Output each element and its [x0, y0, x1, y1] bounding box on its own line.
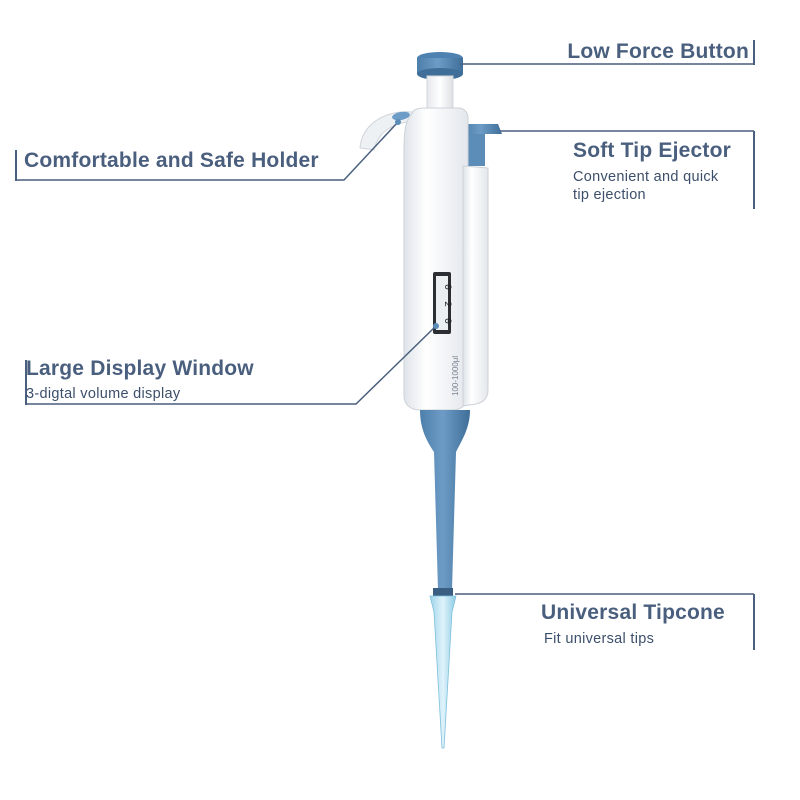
- tipcone-title: Universal Tipcone: [541, 601, 725, 624]
- callout-bar-holder: [15, 150, 17, 181]
- pipette-shaft: [420, 410, 470, 590]
- callout-lines: [16, 63, 754, 595]
- tip-ejector-button: [463, 124, 502, 166]
- soft-tip-ejector-desc-line2: tip ejection: [573, 187, 646, 203]
- display-window-title: Large Display Window: [26, 357, 254, 380]
- tipcone-desc: Fit universal tips: [544, 631, 655, 647]
- display-digit-3: 0: [441, 318, 452, 324]
- soft-tip-ejector-desc: Convenient and quick tip ejection: [573, 168, 718, 204]
- volume-range-label: 100-1000μl: [451, 356, 460, 396]
- holder-title: Comfortable and Safe Holder: [24, 149, 319, 172]
- display-digit-2: 2: [441, 301, 452, 307]
- soft-tip-ejector-title: Soft Tip Ejector: [573, 139, 731, 162]
- pipette-tip: [429, 595, 457, 749]
- soft-tip-ejector-desc-line1: Convenient and quick: [573, 169, 719, 185]
- callout-bar-tipcone: [753, 594, 755, 650]
- volume-display-window: 0 2 0: [433, 272, 452, 334]
- callout-bar-display: [25, 360, 27, 405]
- callout-bar-low-force: [753, 40, 755, 65]
- plunger-button: [417, 52, 463, 113]
- low-force-button-title: Low Force Button: [567, 40, 749, 63]
- display-window-desc: 3-digtal volume display: [26, 386, 181, 402]
- callout-bar-ejector: [753, 131, 755, 209]
- display-digit-1: 0: [441, 284, 452, 290]
